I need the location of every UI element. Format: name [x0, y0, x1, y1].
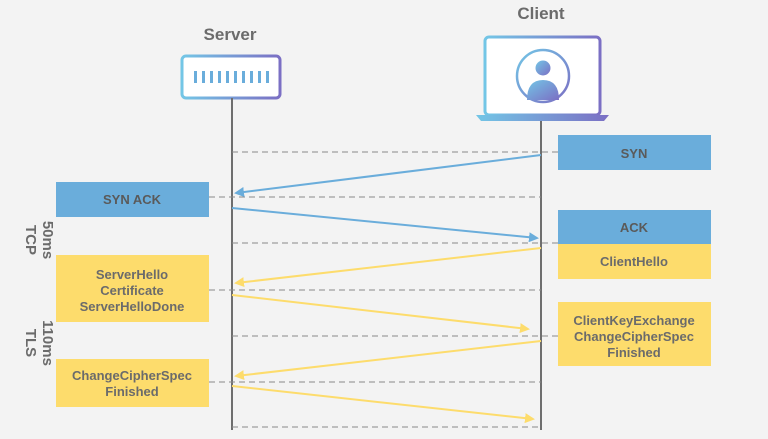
laptop-icon	[476, 35, 609, 121]
server-finish-line-1: ChangeCipherSpec	[72, 368, 192, 383]
arrow-syn	[234, 154, 542, 197]
server-icon	[180, 54, 282, 100]
server-finish-box: ChangeCipherSpec Finished	[56, 359, 209, 407]
phase-label-tcp: TCP 50ms	[22, 221, 56, 259]
syn-ack-label: SYN ACK	[103, 192, 162, 207]
server-hello-line-1: ServerHello	[96, 267, 168, 282]
syn-label: SYN	[621, 146, 648, 161]
server-finish-line-2: Finished	[105, 384, 159, 399]
client-hello-label: ClientHello	[600, 254, 668, 269]
phase-tls-name: TLS	[22, 329, 39, 357]
arrow-client-hello	[234, 247, 542, 288]
arrow-server-finish	[231, 385, 535, 424]
ack-box: ACK	[558, 210, 711, 244]
arrow-server-hello	[231, 294, 530, 334]
ack-label: ACK	[620, 220, 649, 235]
phase-tcp-name: TCP	[22, 225, 39, 255]
arrow-syn-ack	[231, 207, 539, 243]
message-arrows	[231, 154, 542, 424]
syn-box: SYN	[558, 135, 711, 170]
phase-tls-duration: 110ms	[39, 320, 56, 366]
server-hello-line-2: Certificate	[100, 283, 164, 298]
server-hello-box: ServerHello Certificate ServerHelloDone	[56, 255, 209, 322]
server-hello-line-3: ServerHelloDone	[80, 299, 185, 314]
client-key-line-3: Finished	[607, 345, 661, 360]
client-title: Client	[517, 4, 565, 23]
syn-ack-box: SYN ACK	[56, 182, 209, 217]
client-hello-box: ClientHello	[558, 244, 711, 279]
user-avatar-icon	[515, 48, 571, 104]
arrow-client-key	[234, 340, 542, 381]
timing-lines	[209, 151, 558, 428]
phase-tcp-duration: 50ms	[39, 221, 56, 259]
client-key-line-2: ChangeCipherSpec	[574, 329, 694, 344]
server-title: Server	[204, 25, 257, 44]
client-key-line-1: ClientKeyExchange	[573, 313, 694, 328]
client-key-box: ClientKeyExchange ChangeCipherSpec Finis…	[558, 302, 711, 366]
phase-label-tls: TLS 110ms	[22, 320, 56, 366]
